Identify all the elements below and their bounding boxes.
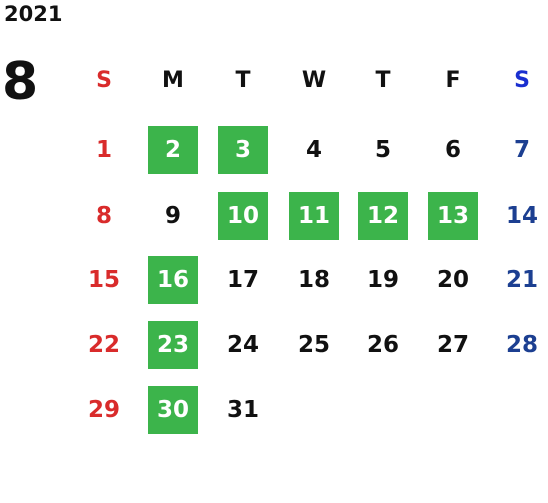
day-cell[interactable]: 2 [148, 126, 198, 174]
day-cell[interactable]: 31 [226, 397, 259, 423]
day-cell[interactable]: 20 [436, 267, 469, 293]
day-cell[interactable]: 18 [297, 267, 330, 293]
weekday-header-thu: T [375, 68, 391, 93]
day-cell[interactable]: 23 [148, 321, 198, 369]
day-cell[interactable]: 28 [505, 332, 538, 358]
day-cell[interactable]: 9 [164, 203, 181, 229]
day-cell[interactable]: 16 [148, 256, 198, 304]
weekday-header-mon: M [162, 68, 184, 93]
weekday-header-wed: W [301, 68, 327, 93]
day-cell[interactable]: 21 [505, 267, 538, 293]
day-cell[interactable]: 8 [95, 203, 112, 229]
day-cell[interactable]: 3 [218, 126, 268, 174]
day-cell[interactable]: 17 [226, 267, 259, 293]
day-cell[interactable]: 22 [87, 332, 120, 358]
weekday-header-sat: S [514, 68, 530, 93]
day-cell[interactable]: 25 [297, 332, 330, 358]
day-cell[interactable]: 7 [513, 137, 530, 163]
day-cell[interactable]: 1 [95, 137, 112, 163]
day-cell[interactable]: 27 [436, 332, 469, 358]
day-cell[interactable]: 30 [148, 386, 198, 434]
weekday-header-fri: F [445, 68, 461, 93]
day-cell[interactable]: 4 [305, 137, 322, 163]
day-cell[interactable]: 29 [87, 397, 120, 423]
weekday-header-sun: S [96, 68, 112, 93]
calendar-month: 8 [2, 52, 39, 112]
day-cell[interactable]: 14 [505, 203, 538, 229]
day-cell[interactable]: 19 [366, 267, 399, 293]
day-cell[interactable]: 5 [374, 137, 391, 163]
day-cell[interactable]: 13 [428, 192, 478, 240]
day-cell[interactable]: 24 [226, 332, 259, 358]
day-cell[interactable]: 15 [87, 267, 120, 293]
day-cell[interactable]: 6 [444, 137, 461, 163]
day-cell[interactable]: 10 [218, 192, 268, 240]
calendar-year: 2021 [4, 2, 63, 26]
weekday-header-tue: T [235, 68, 251, 93]
day-cell[interactable]: 11 [289, 192, 339, 240]
day-cell[interactable]: 26 [366, 332, 399, 358]
day-cell[interactable]: 12 [358, 192, 408, 240]
